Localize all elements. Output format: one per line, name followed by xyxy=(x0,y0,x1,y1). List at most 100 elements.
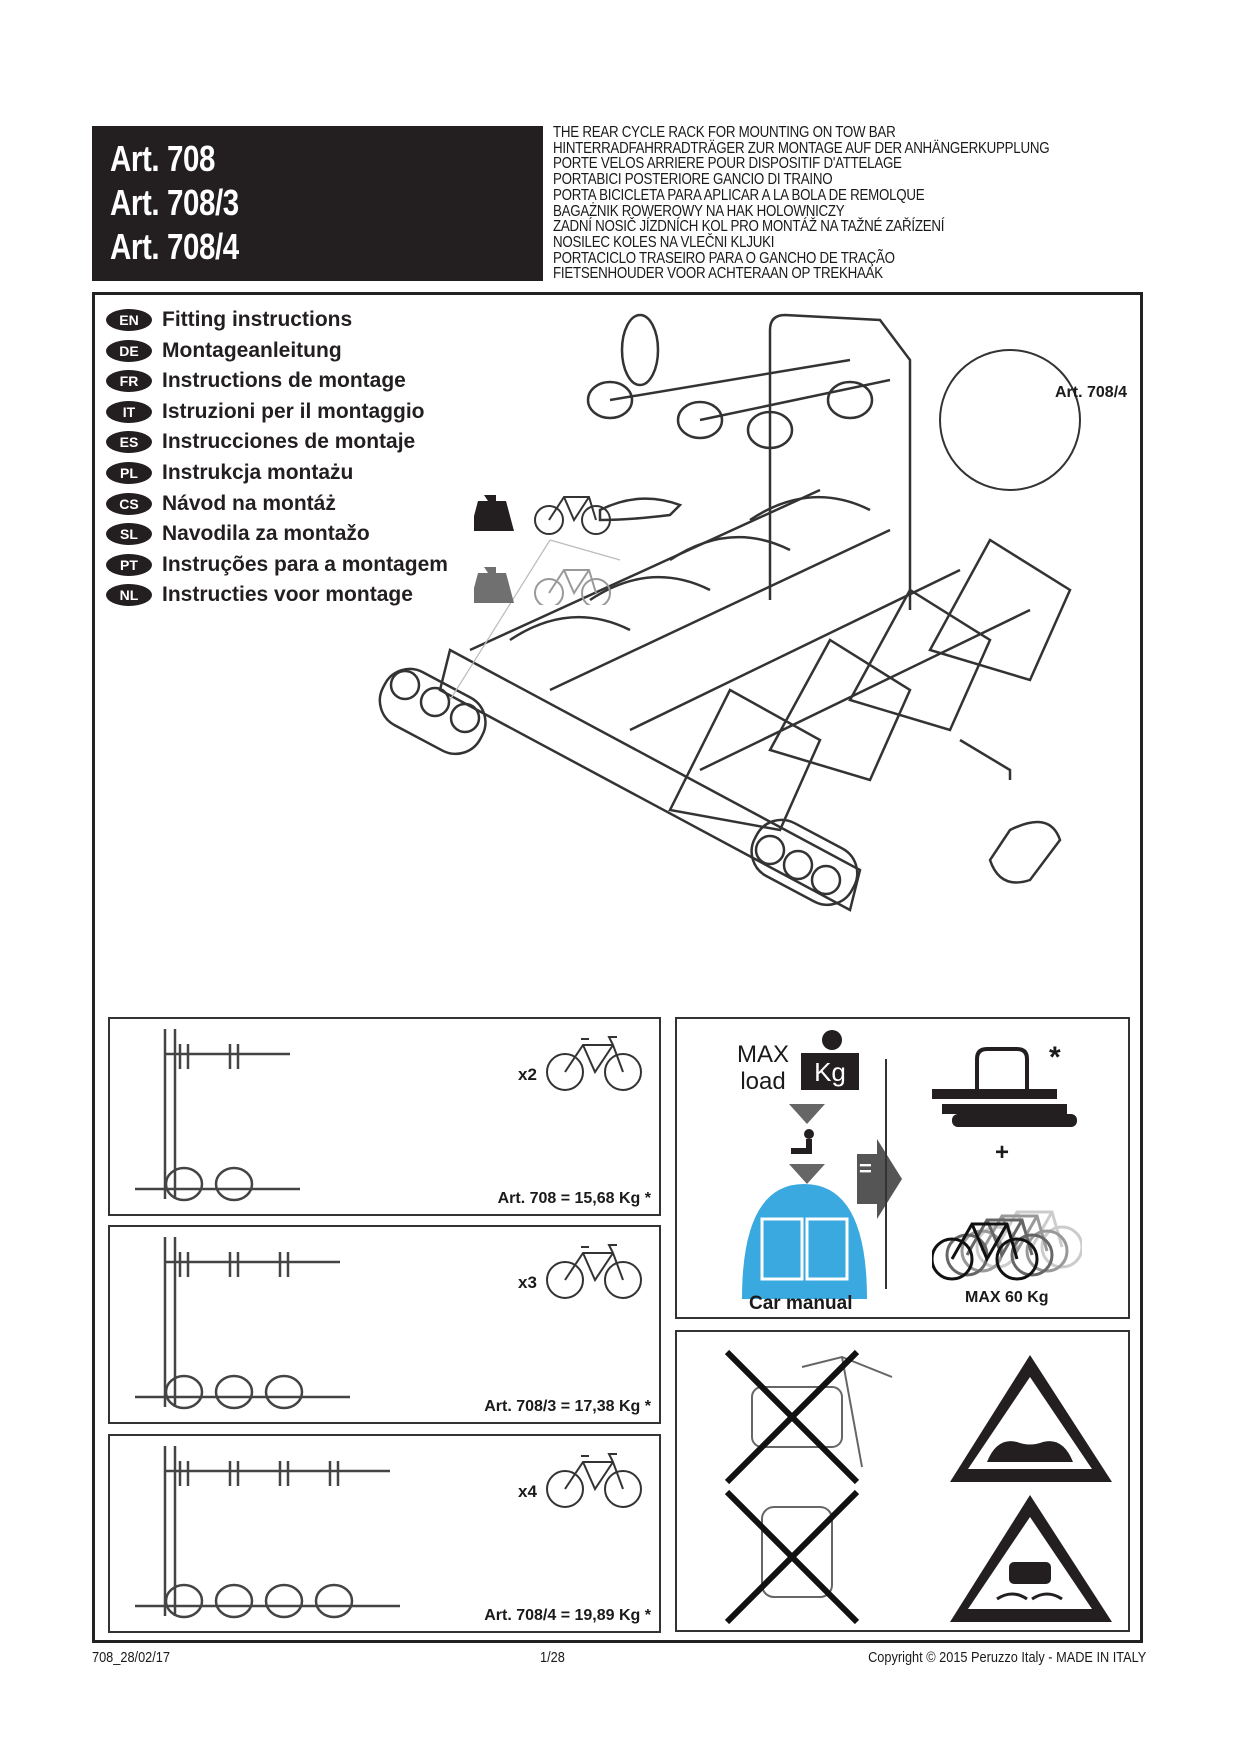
language-title: Fitting instructions xyxy=(162,308,353,331)
bicycle-icon xyxy=(546,1453,642,1508)
kg-label: Kg xyxy=(814,1057,846,1087)
description-line: PORTABICI POSTERIORE GANCIO DI TRAINO xyxy=(553,171,833,189)
multiple-bicycles-icon xyxy=(932,1210,1082,1281)
slippery-road-sign-icon xyxy=(950,1495,1112,1622)
language-code-badge: FR xyxy=(106,370,152,393)
language-title: Instrucciones de montaje xyxy=(162,430,416,454)
language-item-cs: CS Návod na montáż xyxy=(106,490,336,518)
weight-icon-light xyxy=(474,567,514,603)
bicycle-icon xyxy=(546,1244,642,1299)
article-title-box: Art. 708 Art. 708/3 Art. 708/4 xyxy=(92,126,543,281)
page-number: 1/28 xyxy=(540,1649,565,1666)
rack-side-view xyxy=(135,1237,350,1410)
bike-capacity: x3 xyxy=(518,1273,537,1292)
bicycle-icon xyxy=(546,1036,642,1091)
max-bikes-weight: MAX 60 Kg xyxy=(965,1289,1049,1306)
variant-weight: Art. 708/3 = 17,38 Kg * xyxy=(484,1398,651,1415)
language-title: Instrukcja montażu xyxy=(162,461,354,484)
document-code: 708_28/02/17 xyxy=(92,1649,171,1666)
description-line: BAGAŻNIK ROWEROWY NA HAK HOLOWNICZY xyxy=(553,202,845,220)
arrow-towbar-icon xyxy=(789,1104,825,1184)
language-code-badge: SL xyxy=(106,523,152,546)
bike-capacity: x2 xyxy=(518,1065,537,1084)
rack-icon xyxy=(932,1047,1077,1127)
language-code-badge: PT xyxy=(106,553,152,576)
language-title: Instruções para a montagem xyxy=(162,552,448,576)
language-title: Instructies voor montage xyxy=(162,583,413,607)
description-line: ZADNÍ NOSIČ JÍZDNÍCH KOL PRO MONTÁŽ NA T… xyxy=(553,218,945,236)
car-manual-icon xyxy=(742,1184,867,1299)
divider xyxy=(885,1059,887,1289)
kg-weight-icon xyxy=(801,1030,859,1090)
language-item-es: ES Instrucciones de montaje xyxy=(106,428,415,456)
equals-label: = xyxy=(859,1156,872,1181)
language-code-badge: NL xyxy=(106,584,152,607)
copyright: Copyright © 2015 Peruzzo Italy - MADE IN… xyxy=(867,1649,1146,1666)
language-item-en: EN Fitting instructions xyxy=(106,306,352,334)
bike-capacity: x4 xyxy=(518,1482,537,1501)
article-title: Art. 708/4 xyxy=(110,226,239,267)
description-line: NOSILEC KOLES NA VLEČNI KLJUKI xyxy=(553,233,775,251)
language-item-pt: PT Instruções para a montagem xyxy=(106,551,448,579)
language-title: Navodila za montažo xyxy=(162,522,370,546)
car-manual-label: Car manual xyxy=(749,1293,853,1314)
description-line: PORTACICLO TRASEIRO PARA O GANCHO DE TRA… xyxy=(553,249,895,267)
end-cap xyxy=(988,820,1062,884)
cycle-rack-illustration xyxy=(378,313,1081,912)
vertical-frame xyxy=(768,313,912,610)
bicycle-icon xyxy=(534,496,611,535)
weight-legend xyxy=(474,495,611,605)
language-code-badge: CS xyxy=(106,492,152,515)
language-title: Istruzioni per il montaggio xyxy=(162,399,425,423)
weight-icon xyxy=(474,495,514,531)
load-label: load xyxy=(740,1068,786,1095)
article-title: Art. 708/3 xyxy=(110,182,239,223)
description-line: PORTA BICICLETA PARA APLICAR A LA BOLA D… xyxy=(553,186,925,204)
language-item-fr: FR Instructions de montage xyxy=(106,367,406,395)
language-code-badge: DE xyxy=(106,339,152,362)
description-line: FIETSENHOUDER VOOR ACHTERAAN OP TREKHAAK xyxy=(553,265,883,283)
warnings-panel xyxy=(675,1330,1130,1632)
product-descriptions: THE REAR CYCLE RACK FOR MOUNTING ON TOW … xyxy=(553,124,1050,283)
wheel-trays xyxy=(509,495,871,642)
bicycle-icon-light xyxy=(534,569,611,605)
article-title: Art. 708 xyxy=(110,138,216,179)
spare-part xyxy=(598,497,683,522)
rack-platform xyxy=(438,648,862,912)
uneven-road-sign-icon xyxy=(950,1355,1112,1482)
language-item-sl: SL Navodila za montažo xyxy=(106,520,370,548)
language-code-badge: IT xyxy=(106,400,152,423)
variant-weight: Art. 708 = 15,68 Kg * xyxy=(497,1190,651,1207)
rack-side-view xyxy=(135,1029,300,1202)
language-code-badge: ES xyxy=(106,431,152,454)
language-title: Montageanleitung xyxy=(162,338,342,362)
language-item-nl: NL Instructies voor montage xyxy=(106,581,413,609)
language-item-de: DE Montageanleitung xyxy=(106,337,342,365)
rack-side-view xyxy=(135,1446,400,1619)
language-code-badge: EN xyxy=(106,309,152,331)
max-load-panel: MAX load Kg Car manual = * + MAX 60 Kg xyxy=(675,1017,1130,1319)
no-basket-no-childseat-icon xyxy=(724,1349,893,1625)
description-line: HINTERRADFAHRRADTRÄGER ZUR MONTAGE AUF D… xyxy=(553,139,1050,157)
description-line: PORTE VELOS ARRIERE POUR DISPOSITIF D'AT… xyxy=(553,155,902,173)
language-item-it: IT Istruzioni per il montaggio xyxy=(106,398,425,426)
equals-arrow-icon xyxy=(857,1139,902,1219)
language-title: Instructions de montage xyxy=(162,369,406,393)
description-line: THE REAR CYCLE RACK FOR MOUNTING ON TOW … xyxy=(553,124,896,141)
asterisk: * xyxy=(1049,1041,1061,1074)
max-label: MAX xyxy=(737,1041,790,1068)
plus-sign: + xyxy=(995,1139,1010,1166)
road-warning-signs xyxy=(950,1355,1112,1622)
left-light-cluster xyxy=(378,667,487,756)
variant-weight: Art. 708/4 = 19,89 Kg * xyxy=(484,1607,651,1624)
detail-callout-circle xyxy=(939,349,1081,491)
callout-label: Art. 708/4 xyxy=(1055,384,1128,401)
key xyxy=(959,738,1012,780)
wheel-cradles xyxy=(668,538,1072,832)
right-light-cluster xyxy=(750,818,859,907)
language-title: Návod na montáż xyxy=(162,491,336,515)
